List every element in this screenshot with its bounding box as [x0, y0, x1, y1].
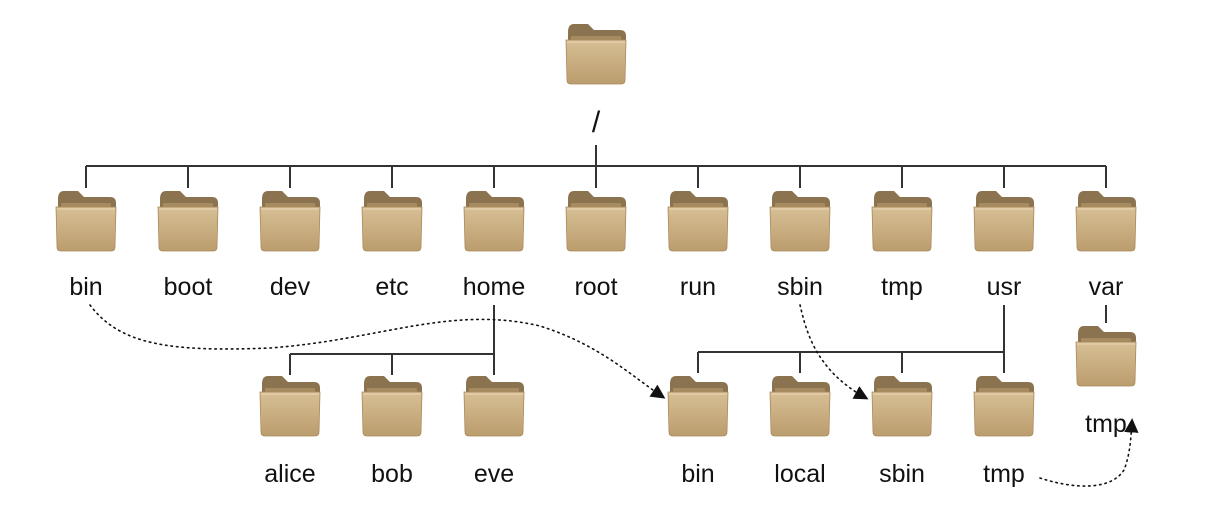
folder-label: home: [463, 273, 526, 301]
folder-usr-sbin[interactable]: sbin: [871, 376, 933, 488]
folder-label: usr: [987, 273, 1022, 301]
folder-icon: [1075, 326, 1137, 387]
folder-icon: [565, 24, 627, 85]
folder-run[interactable]: run: [667, 191, 729, 301]
tree-connectors: [85, 145, 1107, 375]
folder-label: tmp: [983, 460, 1025, 488]
symlink-arrow-bin: [89, 304, 666, 399]
folder-label: bin: [681, 460, 714, 488]
folder-label: dev: [270, 273, 311, 301]
folder-icon: [259, 376, 321, 437]
folder-icon: [259, 191, 321, 252]
folder-label: run: [680, 273, 716, 301]
folder-icon: [871, 376, 933, 437]
folder-icon: [667, 191, 729, 252]
folder-usr-tmp[interactable]: tmp: [973, 376, 1035, 488]
folder-icon: [973, 191, 1035, 252]
folder-label: var: [1089, 273, 1124, 301]
folder-label: sbin: [777, 273, 823, 301]
symlink-arrow-tmp: [1039, 418, 1139, 487]
folder-tmp[interactable]: tmp: [871, 191, 933, 301]
folder-bin[interactable]: bin: [55, 191, 117, 301]
folder-usr-bin[interactable]: bin: [667, 376, 729, 488]
folder-icon: [973, 376, 1035, 437]
folder-label: eve: [474, 460, 514, 488]
folder-var-tmp[interactable]: tmp: [1075, 326, 1137, 438]
folder-nodes: / bin boot dev etc home root run sbin tmp usr var al…: [55, 24, 1137, 488]
folder-icon: [769, 191, 831, 252]
folder-label: bin: [69, 273, 102, 301]
folder-dev[interactable]: dev: [259, 191, 321, 301]
folder-usr[interactable]: usr: [973, 191, 1035, 301]
folder-home-alice[interactable]: alice: [259, 376, 321, 488]
folder-label: boot: [164, 273, 213, 301]
symlink-arrows: [89, 304, 1139, 487]
folder-icon: [463, 376, 525, 437]
folder-label: alice: [264, 460, 315, 488]
symlink-arrow-sbin: [799, 304, 869, 400]
folder-icon: [565, 191, 627, 252]
folder-icon: [361, 376, 423, 437]
folder-sbin[interactable]: sbin: [769, 191, 831, 301]
folder-icon: [361, 191, 423, 252]
folder-icon: [157, 191, 219, 252]
folder-var[interactable]: var: [1075, 191, 1137, 301]
folder-label: bob: [371, 460, 413, 488]
folder-label: etc: [375, 273, 408, 301]
folder-usr-local[interactable]: local: [769, 376, 831, 488]
folder-label: root: [574, 273, 617, 301]
folder-label: tmp: [881, 273, 923, 301]
folder-root[interactable]: /: [565, 24, 627, 139]
folder-root[interactable]: root: [565, 191, 627, 301]
folder-home-eve[interactable]: eve: [463, 376, 525, 488]
folder-home-bob[interactable]: bob: [361, 376, 423, 488]
folder-icon: [769, 376, 831, 437]
folder-icon: [871, 191, 933, 252]
folder-icon: [667, 376, 729, 437]
folder-home[interactable]: home: [463, 191, 526, 301]
folder-icon: [55, 191, 117, 252]
folder-label: /: [592, 106, 601, 139]
folder-label: sbin: [879, 460, 925, 488]
folder-label: tmp: [1085, 410, 1127, 438]
folder-etc[interactable]: etc: [361, 191, 423, 301]
folder-boot[interactable]: boot: [157, 191, 219, 301]
folder-icon: [463, 191, 525, 252]
folder-label: local: [774, 460, 825, 488]
folder-icon: [1075, 191, 1137, 252]
